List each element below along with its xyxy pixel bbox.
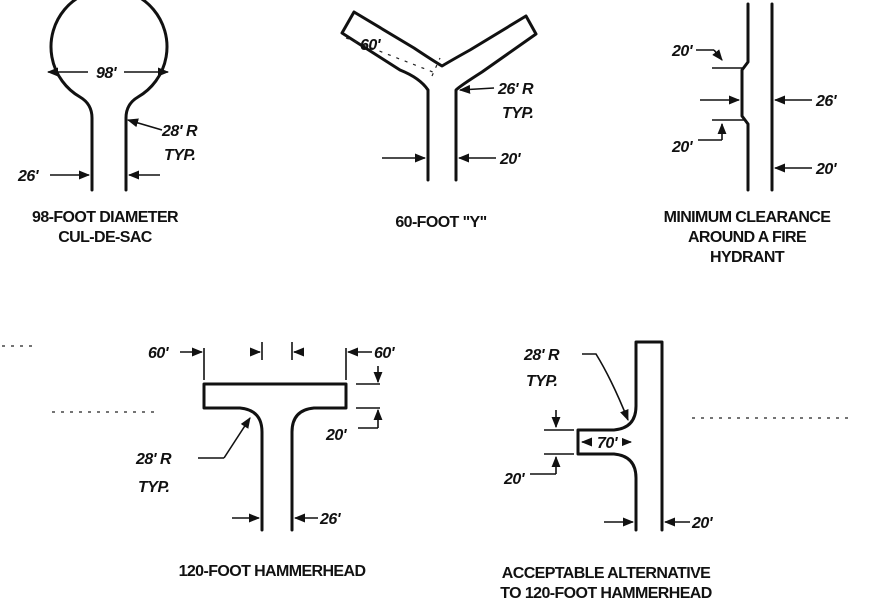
hammerhead-figure: 60' 60' 20' 28' R TYP. 26' 120-FOOT HAMM… (135, 342, 396, 580)
culdesac-diameter-label-bg (88, 62, 124, 82)
hydrant-widened-label: 26' (815, 93, 838, 110)
culdesac-radius-leader (126, 118, 163, 131)
culdesac-diameter-label: 98' (96, 65, 118, 82)
wye-radius-note: TYP. (502, 105, 534, 122)
hydrant-caption-line-2: AROUND A FIRE (688, 229, 807, 246)
hammerhead-outline (202, 382, 348, 532)
culdesac-radius-label: 28' R (161, 123, 198, 140)
wye-figure: 60' 26' R TYP. 20' 60-FOOT "Y" (340, 10, 538, 231)
alternative-arm-label: 70' (597, 435, 619, 452)
culdesac-outline (49, 0, 169, 192)
wye-outline (340, 10, 538, 182)
hydrant-taper-top-label: 20' (671, 43, 694, 60)
alternative-caption-line-2: TO 120-FOOT HAMMERHEAD (500, 585, 711, 602)
alternative-figure: 70' 28' R TYP. 20' 20' ACCEPTABLE ALTERN… (500, 340, 714, 602)
wye-radius-label: 26' R (497, 81, 534, 98)
alternative-outline (576, 340, 664, 532)
hammerhead-radius-leader (223, 417, 251, 459)
hammerhead-radius-label: 28' R (135, 451, 172, 468)
hammerhead-caption: 120-FOOT HAMMERHEAD (179, 563, 366, 580)
hammerhead-left-arm-label: 60' (148, 345, 170, 362)
culdesac-caption-line-2: CUL-DE-SAC (58, 229, 153, 246)
alternative-arm-label-bg (592, 432, 622, 452)
hammerhead-head-depth-label: 20' (325, 427, 348, 444)
wye-radius-leader (458, 84, 495, 94)
alternative-caption-line-1: ACCEPTABLE ALTERNATIVE (502, 565, 711, 582)
culdesac-figure: 98' 28' R TYP. 26' 98-FOOT DIAMETER CUL-… (17, 0, 199, 246)
wye-arm-label: 60' (360, 37, 382, 54)
hammerhead-stem-label: 26' (319, 511, 342, 528)
wye-arm-dimension-line (345, 37, 439, 75)
alternative-radius-label: 28' R (523, 347, 560, 364)
alternative-radius-note: TYP. (526, 373, 558, 390)
hydrant-caption-line-3: HYDRANT (710, 249, 785, 266)
culdesac-caption-line-1: 98-FOOT DIAMETER (32, 209, 179, 226)
hydrant-taper-bottom-label: 20' (671, 139, 694, 156)
wye-arm-end-mark (431, 57, 441, 77)
hammerhead-radius-note: TYP. (138, 479, 170, 496)
hammerhead-right-arm-label: 60' (374, 345, 396, 362)
culdesac-radius-note: TYP. (164, 147, 196, 164)
hydrant-caption-line-1: MINIMUM CLEARANCE (664, 209, 832, 226)
alternative-arm-depth-label: 20' (503, 471, 526, 488)
scan-noise (2, 345, 850, 419)
hydrant-width-label: 20' (815, 161, 838, 178)
alternative-width-label: 20' (691, 515, 714, 532)
hydrant-figure: 20' 26' 20' 20' MINIMUM CLEARANCE AROUND… (664, 2, 838, 266)
wye-caption: 60-FOOT "Y" (395, 214, 486, 231)
hydrant-left-edge (740, 2, 750, 192)
wye-width-label: 20' (499, 151, 522, 168)
culdesac-width-label: 26' (17, 168, 40, 185)
hydrant-taper-top-arrow (712, 49, 723, 61)
alternative-radius-leader (582, 353, 629, 422)
